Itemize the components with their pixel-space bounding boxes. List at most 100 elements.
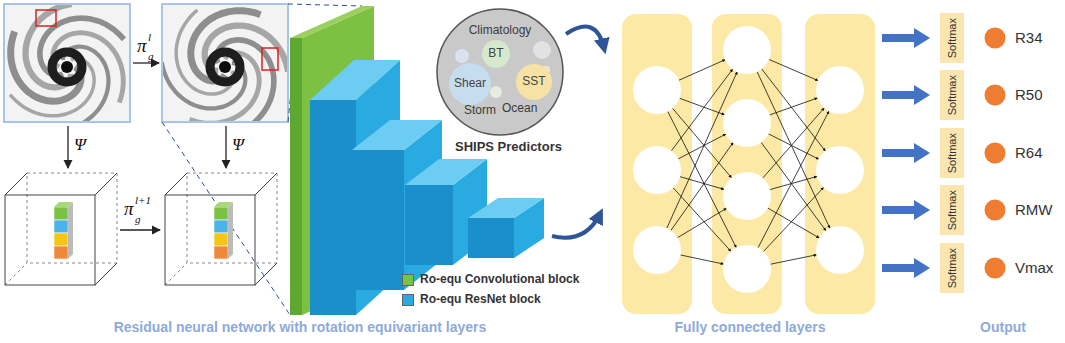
transform-symbol: π xyxy=(124,199,134,218)
cube-edge xyxy=(255,263,277,285)
output-dot-shape xyxy=(985,200,1006,221)
feature-cell xyxy=(54,233,68,246)
weight-line xyxy=(768,208,819,238)
neuron xyxy=(723,99,771,147)
transform-arrow xyxy=(120,229,160,230)
cube-edge xyxy=(95,263,117,285)
superscript: l+1 xyxy=(135,195,151,206)
block-top xyxy=(290,6,374,38)
resnet-block xyxy=(468,198,544,258)
predictor-bubble: BT xyxy=(482,40,510,68)
image-ground xyxy=(4,4,130,122)
output-node: Vmax xyxy=(984,257,1053,279)
neuron xyxy=(633,66,681,114)
block-front xyxy=(310,100,356,315)
section-caption: Residual neural network with rotation eq… xyxy=(114,320,487,334)
eyewall xyxy=(52,52,82,82)
weight-line xyxy=(761,142,826,230)
block-top xyxy=(405,159,487,185)
node-label: Shear xyxy=(454,77,486,91)
output-dot xyxy=(984,142,1006,164)
zoom-line xyxy=(288,4,362,6)
faded-bubble xyxy=(490,86,502,98)
storm-clip xyxy=(162,10,288,122)
layer-column xyxy=(805,14,875,314)
legend-row: Ro-equ Convolutional block xyxy=(402,270,579,290)
feature-cell xyxy=(214,246,228,259)
softmax-box: Softmax xyxy=(940,70,965,120)
output-name: R34 xyxy=(1015,29,1043,46)
cube-edge xyxy=(95,173,117,195)
layer-column xyxy=(712,14,782,314)
transform-arrow xyxy=(225,126,226,168)
node-label: Softmax xyxy=(946,75,959,115)
feature-cube xyxy=(5,173,117,285)
image-frame xyxy=(162,4,288,122)
output-dot xyxy=(984,199,1006,221)
weight-line xyxy=(671,69,732,151)
predictor-group: Storm xyxy=(464,104,496,118)
predictor-group: Ocean xyxy=(502,102,537,116)
output-node: RMW xyxy=(984,199,1053,221)
block-arrow xyxy=(882,200,930,220)
transform-arrow xyxy=(133,62,159,63)
legend-text: Ro-equ Convolutional block xyxy=(420,273,579,287)
output-dot-shape xyxy=(985,85,1006,106)
weight-line xyxy=(673,108,732,177)
softmax-box: Softmax xyxy=(940,185,965,235)
output-node: R64 xyxy=(984,142,1043,164)
cube-front xyxy=(5,195,95,285)
weight-line xyxy=(763,108,824,178)
output-dot-shape xyxy=(985,143,1006,164)
legend-swatch xyxy=(402,274,414,286)
output-dot-shape xyxy=(985,28,1006,49)
storm xyxy=(162,10,288,122)
cloud-band xyxy=(162,62,245,108)
output-name: R64 xyxy=(1015,144,1043,161)
output-node: R34 xyxy=(984,27,1043,49)
block-arrow xyxy=(882,85,930,105)
feature-cell xyxy=(54,220,68,233)
eye xyxy=(219,61,231,73)
output-name: Vmax xyxy=(1015,259,1053,276)
feature-cell xyxy=(214,207,228,220)
neuron xyxy=(633,146,681,194)
curved-arrow xyxy=(552,214,600,238)
block-top xyxy=(310,60,400,100)
subscript: g xyxy=(135,214,141,225)
output-dot xyxy=(984,27,1006,49)
legend: Ro-equ Convolutional blockRo-equ ResNet … xyxy=(402,270,579,310)
red-box xyxy=(36,10,56,26)
feature-cell xyxy=(214,233,228,246)
weight-line xyxy=(763,187,823,251)
weight-line xyxy=(680,255,723,264)
section-title: SHIPS Predictors xyxy=(455,140,562,153)
feature-cell-side xyxy=(228,202,233,259)
cube-edge xyxy=(5,263,27,285)
section-caption: Fully connected layers xyxy=(675,320,826,334)
neuron xyxy=(816,146,864,194)
faded-bubble xyxy=(542,66,550,74)
output-name: RMW xyxy=(1015,201,1053,218)
feature-cell xyxy=(54,207,68,220)
output-dot xyxy=(984,84,1006,106)
mapping-symbol: Ψ xyxy=(74,136,86,153)
cube-edge xyxy=(5,173,27,195)
cloud-band xyxy=(190,53,260,122)
satellite-image xyxy=(162,4,288,124)
satellite-image xyxy=(4,4,130,130)
zoom-line xyxy=(162,122,290,315)
output-name: R50 xyxy=(1015,86,1043,103)
output-node: R50 xyxy=(984,84,1043,106)
weight-line xyxy=(762,69,826,151)
feature-cell-side xyxy=(68,202,73,259)
node-label: BT xyxy=(488,47,503,61)
legend-swatch xyxy=(402,294,414,306)
legend-row: Ro-equ ResNet block xyxy=(402,290,579,310)
eyewall xyxy=(210,52,240,82)
cube-edge xyxy=(165,173,187,195)
weight-line xyxy=(673,188,731,251)
node-label: Softmax xyxy=(946,190,959,230)
softmax-box: Softmax xyxy=(940,13,965,63)
predictor-group: Climatology xyxy=(469,24,532,38)
